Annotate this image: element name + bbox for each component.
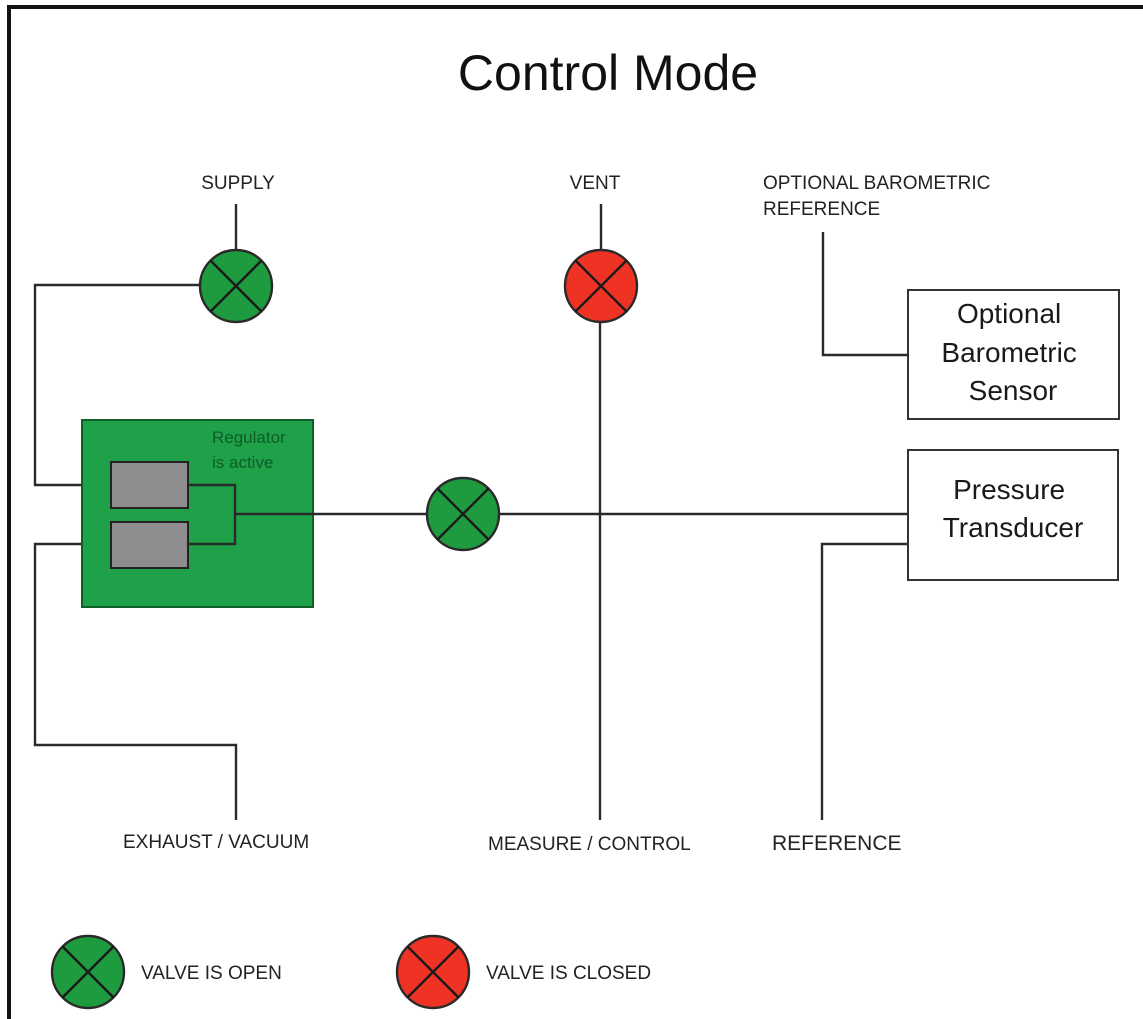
legend-open-label: VALVE IS OPEN (141, 963, 282, 984)
supply-solenoid (110, 461, 189, 509)
svg-text:Optional Barometric: Optional Barometric Sensor (941, 298, 1084, 406)
legend-open-icon (50, 934, 126, 1010)
legend-closed-icon (395, 934, 471, 1010)
barometric-reference-line (821, 232, 908, 357)
vent-valve-icon (563, 248, 639, 324)
exhaust-solenoid (110, 521, 189, 569)
legend-closed-label: VALVE IS CLOSED (486, 963, 651, 984)
legend: VALVE IS OPEN VALVE IS CLOSED (50, 934, 651, 1010)
reference-line (820, 542, 908, 820)
exhaust-vacuum-label: EXHAUST / VACUUM (123, 832, 309, 853)
reference-label: REFERENCE (772, 832, 902, 855)
supply-valve-icon (198, 248, 274, 324)
measure-valve-icon (425, 476, 501, 552)
vent-label: VENT (570, 173, 621, 194)
svg-text:Pressure Transducer: Pressure Transducer (943, 474, 1084, 543)
optional-barometric-sensor: Optional Barometric Sensor (907, 289, 1120, 420)
exhaust-line (33, 542, 238, 820)
diagram-title: Control Mode (458, 45, 758, 101)
supply-to-regulator-line (33, 283, 199, 487)
supply-label: SUPPLY (201, 173, 275, 194)
frame-border (7, 5, 1143, 1019)
regulator-label: Regulator is active (212, 428, 290, 472)
optional-barometric-reference-label: OPTIONAL BAROMETRIC REFERENCE (763, 173, 996, 220)
pressure-transducer: Pressure Transducer (907, 449, 1119, 581)
measure-control-label: MEASURE / CONTROL (488, 834, 691, 855)
